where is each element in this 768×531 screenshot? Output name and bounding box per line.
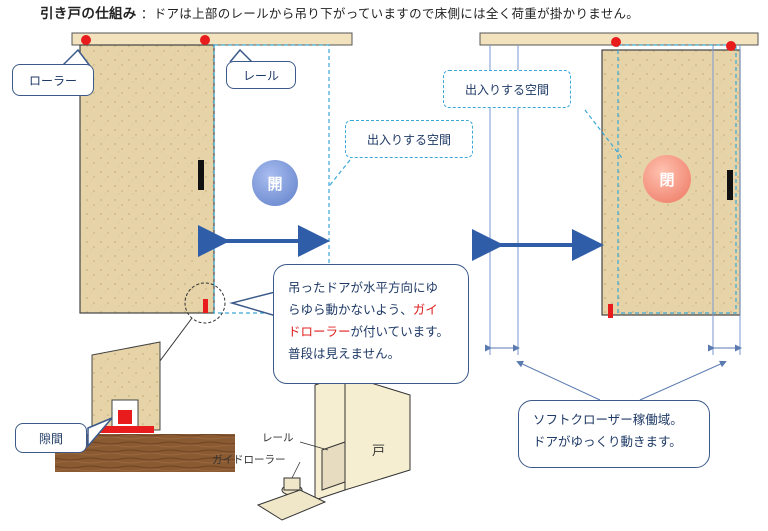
- left-door-closed-outline: [213, 44, 330, 314]
- detail-door-section: [91, 341, 161, 431]
- detail-rail-label: レール: [262, 432, 294, 444]
- open-badge-label: 開: [267, 174, 283, 193]
- closed-badge-label: 閉: [659, 170, 675, 189]
- right-guide-roller: [608, 304, 613, 318]
- left-roller-2: [200, 35, 210, 45]
- soft-closer-callout: ソフトクローザー稼働域。 ドアがゆっくり動きます。: [518, 400, 710, 468]
- rail-label-line: [299, 441, 329, 451]
- passage-left-pointer: [329, 159, 351, 186]
- guide-line-1: 吊ったドアが水平方向にゆ: [288, 280, 439, 295]
- left-door: [79, 44, 215, 314]
- guide-roller-callout: 吊ったドアが水平方向にゆ らゆら動かないよう、ガイ ドローラーが付いています。 …: [273, 264, 469, 384]
- detail-guide-roller-label: ガイドローラー: [212, 454, 286, 466]
- detail-door-label: 戸: [372, 444, 386, 459]
- passage-left-callout: 出入りする空間: [345, 120, 473, 158]
- passage-right-callout: 出入りする空間: [443, 70, 571, 108]
- guide-label-line: [291, 461, 301, 479]
- gap-callout: 隙間: [15, 423, 87, 453]
- gap-label: 隙間: [38, 431, 63, 446]
- header-description: ：ドアは上部のレールから吊り下がっていますので床側には全く荷重が掛かりません。: [140, 6, 640, 21]
- soft-pointer-right: [639, 360, 727, 401]
- detail-guide-roller-head: [118, 410, 132, 424]
- left-guide-roller: [203, 299, 208, 313]
- header: 引き戸の仕組み ：ドアは上部のレールから吊り下がっていますので床側には全く荷重が…: [40, 2, 639, 22]
- guide-red-1: ガイ: [412, 302, 438, 317]
- roller-callout: ローラー: [12, 64, 94, 96]
- roller-label: ローラー: [28, 73, 77, 88]
- header-title: 引き戸の仕組み: [40, 6, 137, 22]
- closed-badge: 閉: [643, 155, 691, 203]
- detail-rail-channel: [321, 441, 346, 491]
- soft-line-1: ソフトクローザー稼働域。: [533, 412, 683, 427]
- guide-red-2: ドローラー: [288, 324, 351, 339]
- roller-pointer: [61, 48, 91, 67]
- detail-door-face: [344, 374, 411, 491]
- left-door-handle: [198, 160, 204, 190]
- gap-callout-tail: [87, 417, 113, 449]
- rail-callout: レール: [226, 61, 296, 89]
- guide-line-2: らゆら動かないよう、ガイ: [288, 302, 438, 317]
- right-roller-2: [726, 41, 736, 51]
- passage-right-label: 出入りする空間: [464, 82, 549, 97]
- passage-right-pointer: [584, 109, 623, 159]
- detail-guide-roller-base: [96, 426, 154, 433]
- zoom-circle: [184, 282, 226, 324]
- rail-pointer: [229, 48, 253, 63]
- open-badge: 開: [252, 160, 298, 206]
- soft-pointer-left: [516, 360, 601, 401]
- right-roller-1: [611, 37, 621, 47]
- passage-left-label: 出入りする空間: [366, 132, 451, 147]
- guide-line-3: ドローラーが付いています。: [288, 324, 449, 339]
- guide-line-4: 普段は見えません。: [288, 346, 401, 361]
- left-rail: [71, 32, 353, 46]
- left-roller-1: [81, 35, 91, 45]
- right-door-handle: [727, 170, 733, 200]
- detail-guide-roller-post: [283, 477, 301, 491]
- right-door-open-outline: [617, 44, 737, 314]
- soft-line-2: ドアがゆっくり動きます。: [533, 434, 682, 449]
- detail-guide-roller-plate: [256, 489, 327, 521]
- rail-label: レール: [242, 68, 279, 83]
